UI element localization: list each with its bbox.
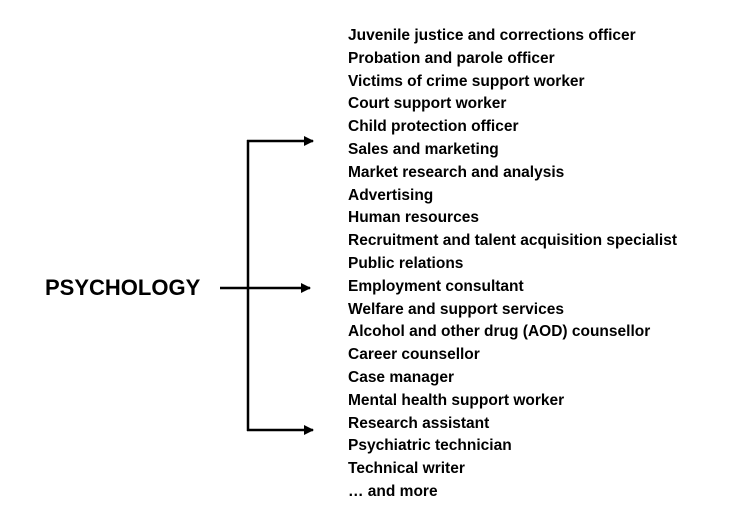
career-item: Victims of crime support worker <box>348 72 585 90</box>
career-item: Employment consultant <box>348 277 524 295</box>
career-item: Case manager <box>348 368 454 386</box>
career-item: Research assistant <box>348 414 490 432</box>
career-item: Career counsellor <box>348 346 480 364</box>
career-item: Court support worker <box>348 95 507 113</box>
career-item: Market research and analysis <box>348 163 565 181</box>
career-item: Probation and parole officer <box>348 49 555 67</box>
career-item: Public relations <box>348 254 464 272</box>
career-list: Juvenile justice and corrections officer… <box>348 25 677 504</box>
career-item: Advertising <box>348 186 434 204</box>
career-item: Human resources <box>348 209 479 227</box>
career-item: Technical writer <box>348 460 465 478</box>
career-item: … and more <box>348 482 438 500</box>
career-item: Alcohol and other drug (AOD) counsellor <box>348 323 651 341</box>
career-item: Recruitment and talent acquisition speci… <box>348 232 678 250</box>
career-item: Juvenile justice and corrections officer <box>348 27 636 44</box>
career-item: Mental health support worker <box>348 391 565 409</box>
career-item: Welfare and support services <box>348 300 564 318</box>
career-item: Sales and marketing <box>348 140 499 158</box>
root-node-label: PSYCHOLOGY <box>45 275 201 300</box>
career-item: Child protection officer <box>348 118 519 136</box>
career-item: Psychiatric technician <box>348 437 512 455</box>
